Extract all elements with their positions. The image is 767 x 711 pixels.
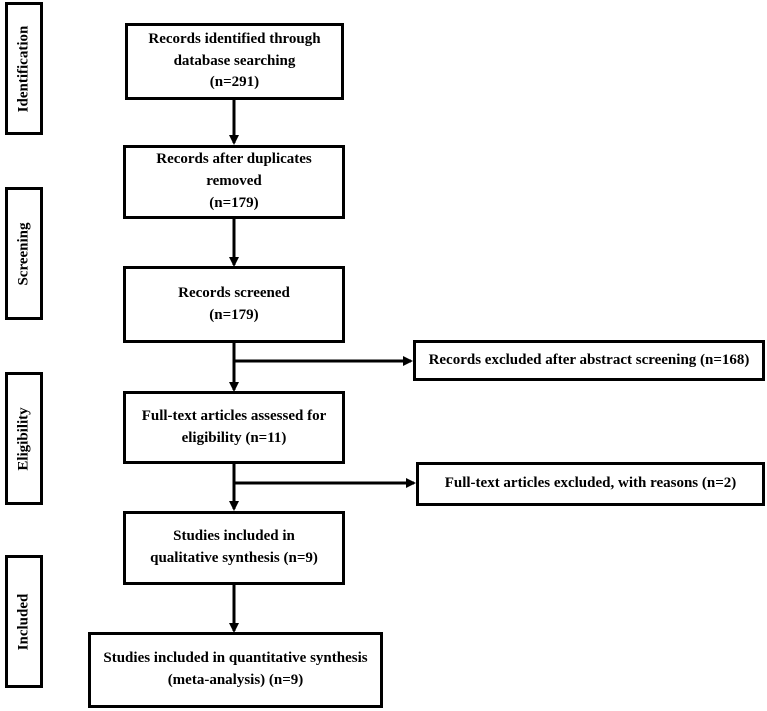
box-records-after-duplicates-text: Records after duplicates removed (n=179) xyxy=(156,151,312,211)
box-records-screened-text: Records screened (n=179) xyxy=(178,284,290,323)
box-full-text-excluded: Full-text articles excluded, with reason… xyxy=(416,462,765,506)
box-full-text-assessed: Full-text articles assessed for eligibil… xyxy=(123,391,345,464)
box-records-excluded-abstract-text: Records excluded after abstract screenin… xyxy=(428,351,750,368)
stage-screening-label: Screening xyxy=(15,221,32,286)
stage-eligibility-label: Eligibility xyxy=(15,406,32,471)
box-records-identified: Records identified through database sear… xyxy=(125,23,344,100)
box-records-screened: Records screened (n=179) xyxy=(123,266,345,343)
box-full-text-excluded-text: Full-text articles excluded, with reason… xyxy=(444,475,737,492)
stage-identification-label: Identification xyxy=(15,25,32,112)
box-qualitative-synthesis: Studies included in qualitative synthesi… xyxy=(123,511,345,585)
box-full-text-assessed-text: Full-text articles assessed for eligibil… xyxy=(141,407,327,446)
stage-screening: Screening xyxy=(5,187,43,320)
stage-eligibility: Eligibility xyxy=(5,372,43,505)
stage-identification: Identification xyxy=(5,2,43,135)
stage-included: Included xyxy=(5,555,43,688)
box-records-excluded-abstract: Records excluded after abstract screenin… xyxy=(413,340,765,381)
box-quantitative-synthesis-text: Studies included in quantitative synthes… xyxy=(103,650,368,688)
stage-included-label: Included xyxy=(15,593,32,650)
box-quantitative-synthesis: Studies included in quantitative synthes… xyxy=(88,632,383,708)
box-records-after-duplicates: Records after duplicates removed (n=179) xyxy=(123,145,345,219)
box-records-identified-text: Records identified through database sear… xyxy=(148,30,321,91)
box-qualitative-synthesis-text: Studies included in qualitative synthesi… xyxy=(150,528,318,566)
